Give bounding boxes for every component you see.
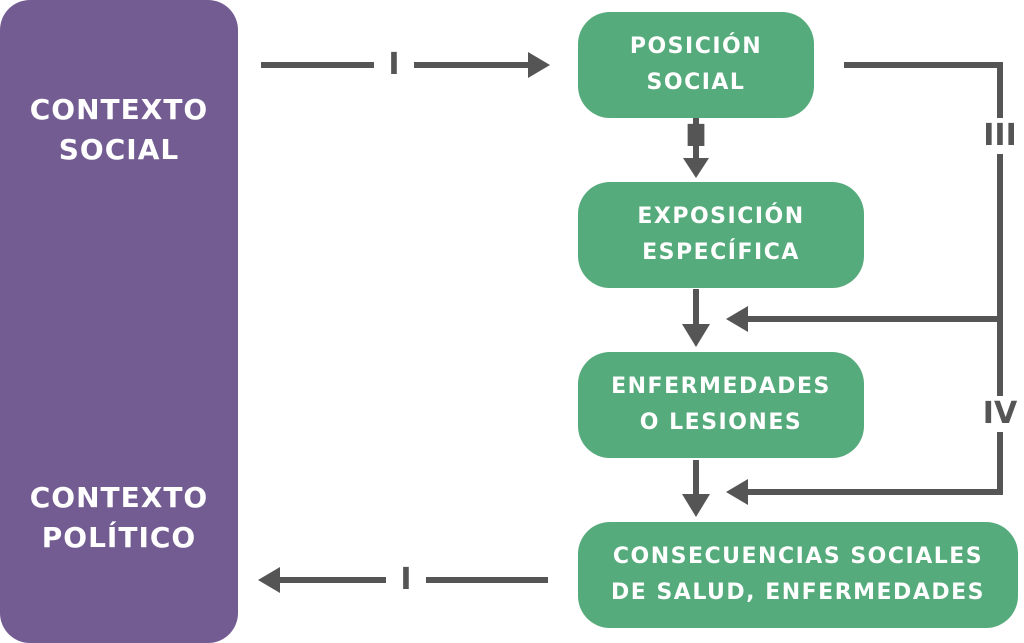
social-context-label: CONTEXTO SOCIAL xyxy=(0,90,238,170)
political-context-label: CONTEXTO POLÍTICO xyxy=(0,478,238,558)
political-context-line-1: CONTEXTO xyxy=(29,481,209,514)
right-path-line xyxy=(746,62,1003,495)
specific-exposure-line-2: ESPECÍFICA xyxy=(642,240,800,265)
branch-iv-head xyxy=(726,479,748,505)
social-position-box: POSICIÓN SOCIAL xyxy=(578,12,814,118)
diseases-injuries-box: ENFERMEDADES O LESIONES xyxy=(578,352,864,458)
consequences-line-2: DE SALUD, ENFERMEDADES xyxy=(611,580,985,605)
arrow-ii-head xyxy=(683,158,709,178)
top-arrow-head xyxy=(528,52,550,78)
pathway-ii-label: II xyxy=(684,119,708,154)
pathway-iii-label: III xyxy=(972,118,1024,154)
diseases-injuries-line-1: ENFERMEDADES xyxy=(611,374,831,399)
arrow-exposure-head xyxy=(682,324,710,347)
specific-exposure-box: EXPOSICIÓN ESPECÍFICA xyxy=(578,182,864,288)
pathway-i-top-label: I xyxy=(374,47,414,83)
pathway-i-bottom-label: I xyxy=(386,562,426,598)
consequences-line-1: CONSECUENCIAS SOCIALES xyxy=(612,544,984,569)
social-position-line-2: SOCIAL xyxy=(646,70,746,95)
pathway-iv-label: IV xyxy=(972,396,1024,432)
specific-exposure-line-1: EXPOSICIÓN xyxy=(637,204,805,229)
bottom-arrow-head xyxy=(258,567,280,593)
consequences-box: CONSECUENCIAS SOCIALES DE SALUD, ENFERME… xyxy=(578,522,1018,628)
context-bar xyxy=(0,0,238,643)
social-context-line-1: CONTEXTO xyxy=(29,93,209,126)
arrow-diseases-head xyxy=(682,494,710,517)
political-context-line-2: POLÍTICO xyxy=(41,521,197,554)
social-position-line-1: POSICIÓN xyxy=(629,34,763,59)
branch-iii-head xyxy=(726,306,748,332)
social-context-line-2: SOCIAL xyxy=(58,133,180,166)
diseases-injuries-line-2: O LESIONES xyxy=(639,410,803,435)
